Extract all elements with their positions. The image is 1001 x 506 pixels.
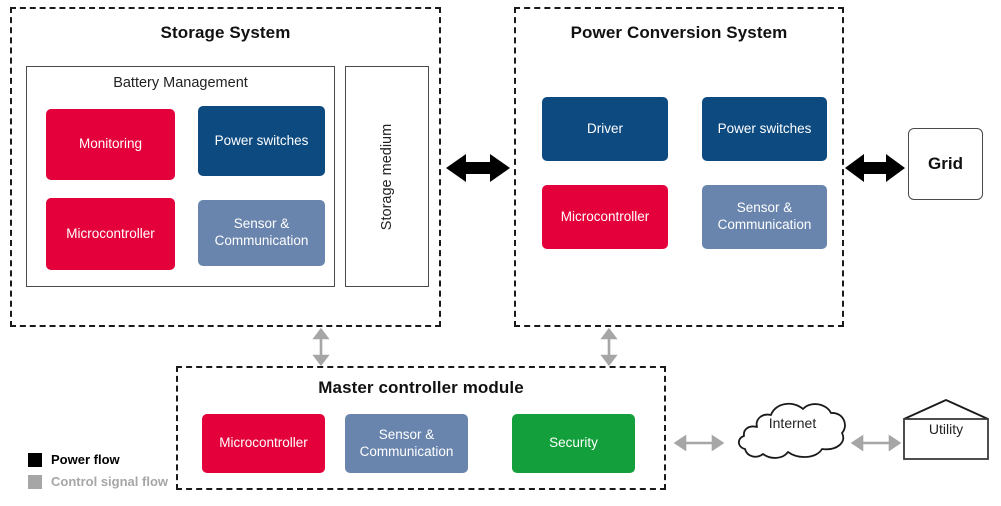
arrow-master-to-internet (673, 434, 725, 452)
legend-label-power-flow: Power flow (51, 452, 120, 467)
block-pcs-sensor-communication[interactable]: Sensor & Communication (702, 185, 827, 249)
storage-medium-label: Storage medium (379, 123, 395, 230)
storage-medium-container[interactable]: Storage medium (345, 66, 429, 287)
arrow-pcs-to-master (600, 327, 618, 367)
storage-system-container[interactable]: Storage System Battery Management Monito… (10, 7, 441, 327)
arrow-pcs-to-grid (845, 154, 905, 182)
block-pcs-microcontroller[interactable]: Microcontroller (542, 185, 668, 249)
master-controller-container[interactable]: Master controller module Microcontroller… (176, 366, 666, 490)
block-microcontroller[interactable]: Microcontroller (46, 198, 175, 270)
block-monitoring[interactable]: Monitoring (46, 109, 175, 180)
block-pcs-power-switches[interactable]: Power switches (702, 97, 827, 161)
power-flow-swatch-icon (28, 452, 42, 467)
legend-item-control-signal-flow: Control signal flow (28, 474, 168, 489)
block-label-master-sensor-communication: Sensor & Communication (359, 426, 454, 459)
internet-cloud[interactable]: Internet (727, 399, 858, 461)
block-sensor-communication[interactable]: Sensor & Communication (198, 200, 325, 266)
storage-system-title: Storage System (160, 23, 291, 42)
block-driver[interactable]: Driver (542, 97, 668, 161)
arrow-storage-to-pcs (446, 154, 510, 182)
block-master-sensor-communication[interactable]: Sensor & Communication (345, 414, 468, 473)
arrow-internet-to-utility (850, 434, 902, 452)
arrow-storage-to-master (312, 327, 330, 367)
block-power-switches[interactable]: Power switches (198, 106, 325, 176)
power-conversion-system-container[interactable]: Power Conversion System Driver Power swi… (514, 7, 844, 327)
cloud-icon (737, 402, 846, 459)
power-conversion-system-title: Power Conversion System (570, 23, 788, 42)
battery-management-container[interactable]: Battery Management Monitoring Power swit… (26, 66, 335, 287)
utility-house[interactable]: Utility (900, 397, 992, 463)
legend-item-power-flow: Power flow (28, 452, 168, 467)
battery-management-title: Battery Management (113, 75, 248, 91)
house-icon (903, 399, 989, 460)
legend-label-control-signal-flow: Control signal flow (51, 474, 168, 489)
master-controller-title: Master controller module (318, 378, 524, 397)
block-label-pcs-sensor-communication: Sensor & Communication (717, 200, 812, 232)
grid-box[interactable]: Grid (908, 128, 983, 200)
block-master-security[interactable]: Security (512, 414, 635, 473)
block-label-sensor-communication: Sensor & Communication (214, 216, 309, 248)
block-master-microcontroller[interactable]: Microcontroller (202, 414, 325, 473)
control-flow-swatch-icon (28, 474, 42, 489)
legend: Power flow Control signal flow (28, 452, 168, 496)
